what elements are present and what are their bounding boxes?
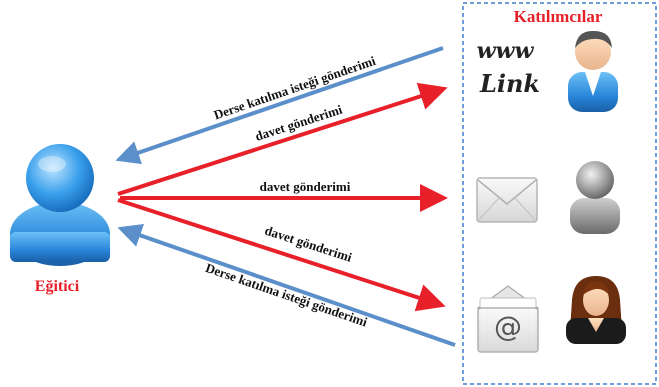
- request-arrow-top: [115, 46, 444, 165]
- educator-label: Eğitici: [35, 278, 80, 295]
- request-label-bottom: Derse katılma isteği gönderimi: [204, 260, 370, 330]
- invite-label-bottom: davet gönderimi: [263, 223, 354, 265]
- invite-label-middle: davet gönderimi: [260, 179, 351, 194]
- user-man-icon: [568, 30, 618, 112]
- invite-arrow-bottom: [117, 198, 446, 312]
- envelope-icon: [476, 177, 538, 223]
- user-blue-icon: [10, 144, 110, 266]
- email-at-icon: @: [476, 285, 540, 353]
- request-label-top: Derse katılma isteği gönderimi: [212, 53, 378, 123]
- user-gray-icon: [570, 161, 620, 234]
- link-text: Link: [479, 69, 540, 98]
- www-text: www: [477, 38, 535, 64]
- www-link-icon: www Link: [477, 38, 540, 98]
- user-woman-icon: [566, 276, 626, 344]
- at-sign: @: [494, 310, 522, 343]
- request-arrow-bottom: [117, 223, 456, 347]
- participants-title: Katılımcılar: [514, 7, 603, 26]
- invite-arrow-top: [117, 82, 448, 196]
